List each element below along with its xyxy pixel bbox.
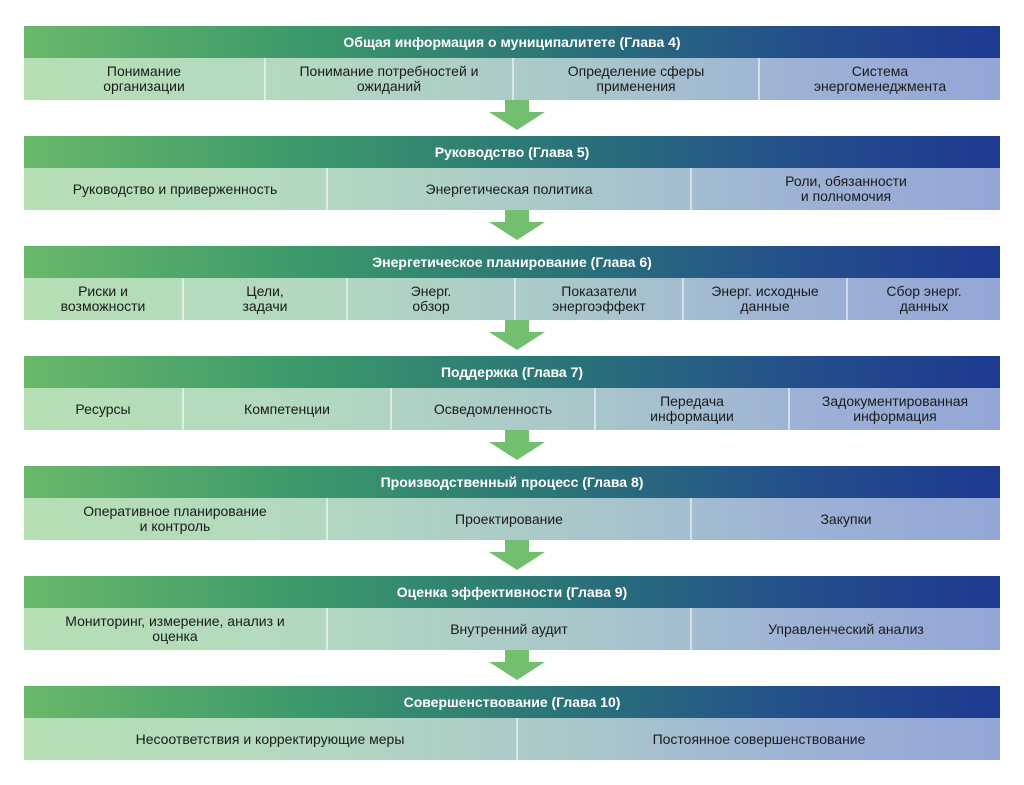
down-arrow-icon: [489, 540, 545, 570]
item-monitoring-measurement: Мониторинг, измерение, анализ и оценка: [24, 608, 328, 650]
section-header: Общая информация о муниципалитете (Глава…: [24, 26, 1000, 58]
item-risks-opportunities: Риски и возможности: [24, 278, 184, 320]
section-header: Поддержка (Глава 7): [24, 356, 1000, 388]
section-operation: Производственный процесс (Глава 8) Опера…: [24, 466, 1000, 540]
item-operational-planning: Оперативное планирование и контроль: [24, 498, 328, 540]
section-items: Несоответствия и корректирующие меры Пос…: [24, 718, 1000, 760]
item-energy-management-system: Система энергоменеджмента: [813, 63, 947, 94]
item-documented-information: Задокументированная информация: [821, 393, 969, 424]
item-understanding-organization: Понимание организации: [24, 58, 266, 100]
item-energy-performance-indicators: Показатели энергоэффект: [516, 278, 684, 320]
item-energy-data-collection: Сбор энерг. данных: [886, 283, 962, 314]
item-procurement: Закупки: [820, 510, 872, 527]
section-items: Риски и возможности Цели, задачи Энерг. …: [24, 278, 1000, 320]
down-arrow-icon: [489, 100, 545, 130]
item-energy-review: Энерг. обзор: [348, 278, 516, 320]
item-objectives-targets: Цели, задачи: [184, 278, 348, 320]
item-leadership-commitment: Руководство и приверженность: [24, 168, 328, 210]
item-energy-policy: Энергетическая политика: [328, 168, 692, 210]
down-arrow-icon: [489, 650, 545, 680]
section-header: Совершенствование (Глава 10): [24, 686, 1000, 718]
item-management-review: Управленческий анализ: [768, 620, 924, 637]
section-energy-planning: Энергетическое планирование (Глава 6) Ри…: [24, 246, 1000, 320]
item-competence: Компетенции: [184, 388, 392, 430]
section-items: Ресурсы Компетенции Осведомленность Пере…: [24, 388, 1000, 430]
section-support: Поддержка (Глава 7) Ресурсы Компетенции …: [24, 356, 1000, 430]
down-arrow-icon: [489, 320, 545, 350]
down-arrow-icon: [489, 430, 545, 460]
section-header: Руководство (Глава 5): [24, 136, 1000, 168]
section-header: Оценка эффективности (Глава 9): [24, 576, 1000, 608]
section-header: Производственный процесс (Глава 8): [24, 466, 1000, 498]
section-performance-evaluation: Оценка эффективности (Глава 9) Мониторин…: [24, 576, 1000, 650]
item-needs-expectations: Понимание потребностей и ожиданий: [266, 58, 514, 100]
section-items: Оперативное планирование и контроль Прое…: [24, 498, 1000, 540]
item-internal-audit: Внутренний аудит: [328, 608, 692, 650]
item-continual-improvement: Постоянное совершенствование: [652, 730, 866, 747]
item-resources: Ресурсы: [24, 388, 184, 430]
item-nonconformity-corrective-action: Несоответствия и корректирующие меры: [24, 718, 518, 760]
section-improvement: Совершенствование (Глава 10) Несоответст…: [24, 686, 1000, 760]
section-items: Понимание организации Понимание потребно…: [24, 58, 1000, 100]
item-roles-responsibilities: Роли, обязанности и полномочия: [785, 173, 907, 204]
down-arrow-icon: [489, 210, 545, 240]
item-awareness: Осведомленность: [392, 388, 596, 430]
item-scope-definition: Определение сферы применения: [514, 58, 760, 100]
section-general-info: Общая информация о муниципалитете (Глава…: [24, 26, 1000, 100]
item-design: Проектирование: [328, 498, 692, 540]
section-items: Руководство и приверженность Энергетичес…: [24, 168, 1000, 210]
section-leadership: Руководство (Глава 5) Руководство и прив…: [24, 136, 1000, 210]
section-items: Мониторинг, измерение, анализ и оценка В…: [24, 608, 1000, 650]
item-communication: Передача информации: [596, 388, 790, 430]
section-header: Энергетическое планирование (Глава 6): [24, 246, 1000, 278]
item-energy-baseline: Энерг. исходные данные: [684, 278, 848, 320]
